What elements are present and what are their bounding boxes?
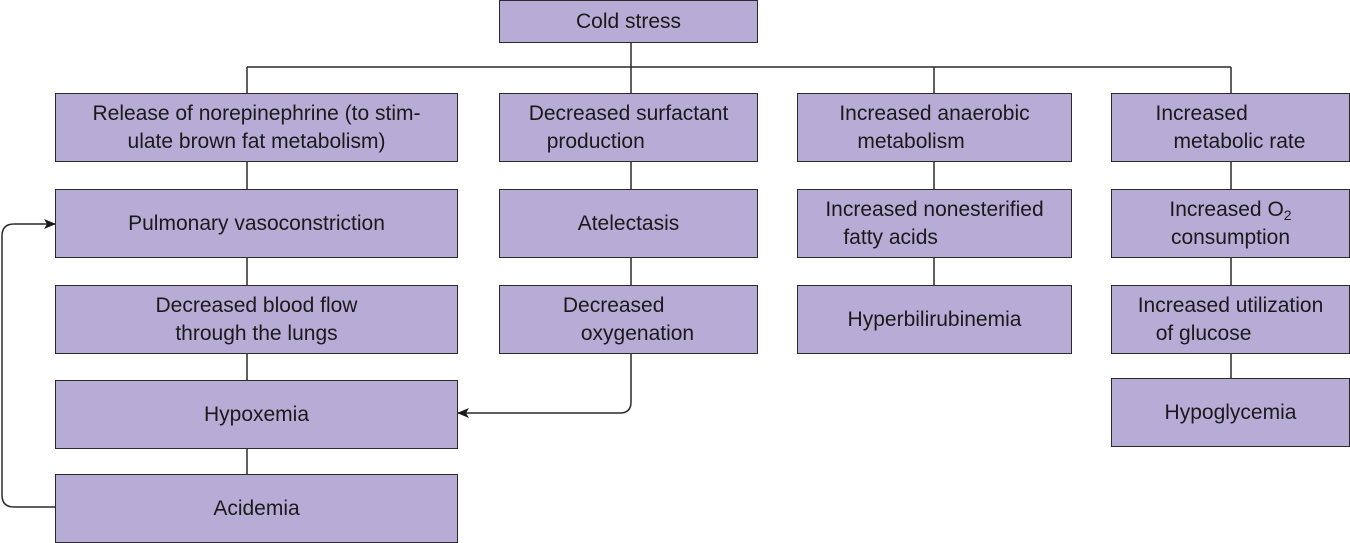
node-decreased-blood-flow-line1: Decreased blood flow xyxy=(155,293,358,317)
node-fatty-acids-line2: fatty acids xyxy=(843,225,938,249)
node-increased-anaerobic-line2: metabolism xyxy=(857,129,965,153)
node-increased-anaerobic-metabolism: Increased anaerobic metabolism xyxy=(797,93,1072,162)
node-pulmonary-vasoconstriction: Pulmonary vasoconstriction xyxy=(55,189,458,258)
node-decreased-oxygenation-line2: oxygenation xyxy=(580,321,695,345)
node-o2-line2: consumption xyxy=(1170,225,1291,249)
node-decreased-surfactant-line2: production xyxy=(546,129,645,153)
node-hypoglycemia-label: Hypoglycemia xyxy=(1164,400,1297,424)
node-increased-anaerobic-line1: Increased anaerobic xyxy=(839,101,1030,125)
node-hypoglycemia: Hypoglycemia xyxy=(1111,378,1350,447)
node-acidemia-label: Acidemia xyxy=(213,496,300,520)
node-glucose-utilization: Increased utilization of glucose xyxy=(1111,285,1350,354)
feedback-arrow-acidemia-to-vasoconstriction xyxy=(1,219,56,508)
node-increased-o2-consumption: Increased O2 consumption xyxy=(1111,189,1350,258)
node-decreased-oxygenation: Decreased oxygenation xyxy=(499,285,758,354)
node-norepinephrine-line1: Release of norepinephrine (to stim- xyxy=(92,101,421,125)
arrow-oxygenation-to-hypoxemia xyxy=(457,354,632,418)
node-decreased-oxygenation-line1: Decreased xyxy=(562,293,665,317)
node-increased-metabolic-rate: Increased metabolic rate xyxy=(1111,93,1350,162)
node-decreased-surfactant-line1: Decreased surfactant xyxy=(528,101,729,125)
node-hyperbilirubinemia-label: Hyperbilirubinemia xyxy=(847,307,1022,331)
node-glucose-utilization-line1: Increased utilization xyxy=(1137,293,1324,317)
node-norepinephrine: Release of norepinephrine (to stim- ulat… xyxy=(55,93,458,162)
node-decreased-blood-flow-line2: through the lungs xyxy=(175,321,338,345)
node-hyperbilirubinemia: Hyperbilirubinemia xyxy=(797,285,1072,354)
node-decreased-blood-flow: Decreased blood flow through the lungs xyxy=(55,285,458,354)
node-pulmonary-vasoconstriction-label: Pulmonary vasoconstriction xyxy=(128,211,385,235)
node-fatty-acids-line1: Increased nonesterified xyxy=(825,197,1044,221)
node-nonesterified-fatty-acids: Increased nonesterified fatty acids xyxy=(797,189,1072,258)
node-atelectasis: Atelectasis xyxy=(499,189,758,258)
node-glucose-utilization-line2: of glucose xyxy=(1155,321,1252,345)
node-o2-line1: Increased O2 xyxy=(1169,196,1291,224)
node-cold-stress: Cold stress xyxy=(499,0,758,43)
node-atelectasis-label: Atelectasis xyxy=(577,211,680,235)
node-o2-prefix: Increased O xyxy=(1169,197,1284,221)
node-hypoxemia: Hypoxemia xyxy=(55,380,458,449)
node-decreased-surfactant: Decreased surfactant production xyxy=(499,93,758,162)
node-norepinephrine-line2: ulate brown fat metabolism) xyxy=(127,129,386,153)
node-o2-subscript: 2 xyxy=(1283,206,1292,223)
node-hypoxemia-label: Hypoxemia xyxy=(203,402,310,426)
node-acidemia: Acidemia xyxy=(55,474,458,543)
node-increased-metabolic-rate-line1: Increased xyxy=(1155,101,1248,125)
node-increased-metabolic-rate-line2: metabolic rate xyxy=(1173,129,1306,153)
node-cold-stress-label: Cold stress xyxy=(575,9,682,33)
